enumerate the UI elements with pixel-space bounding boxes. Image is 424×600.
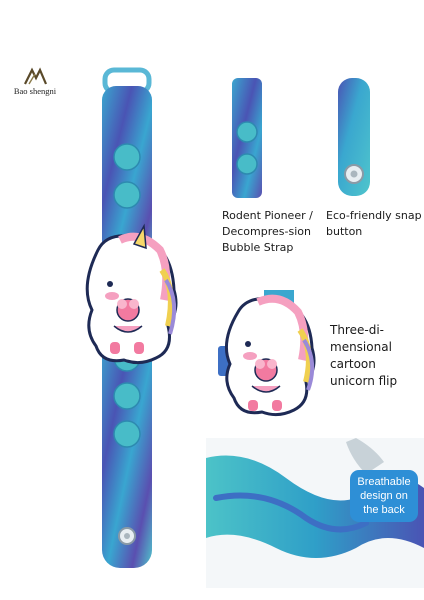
strap-detail-image	[232, 78, 262, 198]
watch-main-image	[85, 67, 178, 568]
bs-monogram-logo-icon	[24, 67, 48, 85]
brand-name: Bao shengni	[13, 86, 57, 96]
snap-detail-image	[338, 78, 370, 196]
unicorn-flip-image	[218, 290, 316, 417]
brand-logo: Bao shengni	[10, 66, 60, 96]
feature-label-back: Breathable design on the back	[350, 470, 418, 522]
feature-label-flip: Three-di-mensional cartoon unicorn flip	[330, 323, 398, 388]
feature-label-strap: Rodent Pioneer / Decompres-sion Bubble S…	[222, 209, 313, 254]
feature-label-snap: Eco-friendly snap button	[326, 209, 422, 238]
